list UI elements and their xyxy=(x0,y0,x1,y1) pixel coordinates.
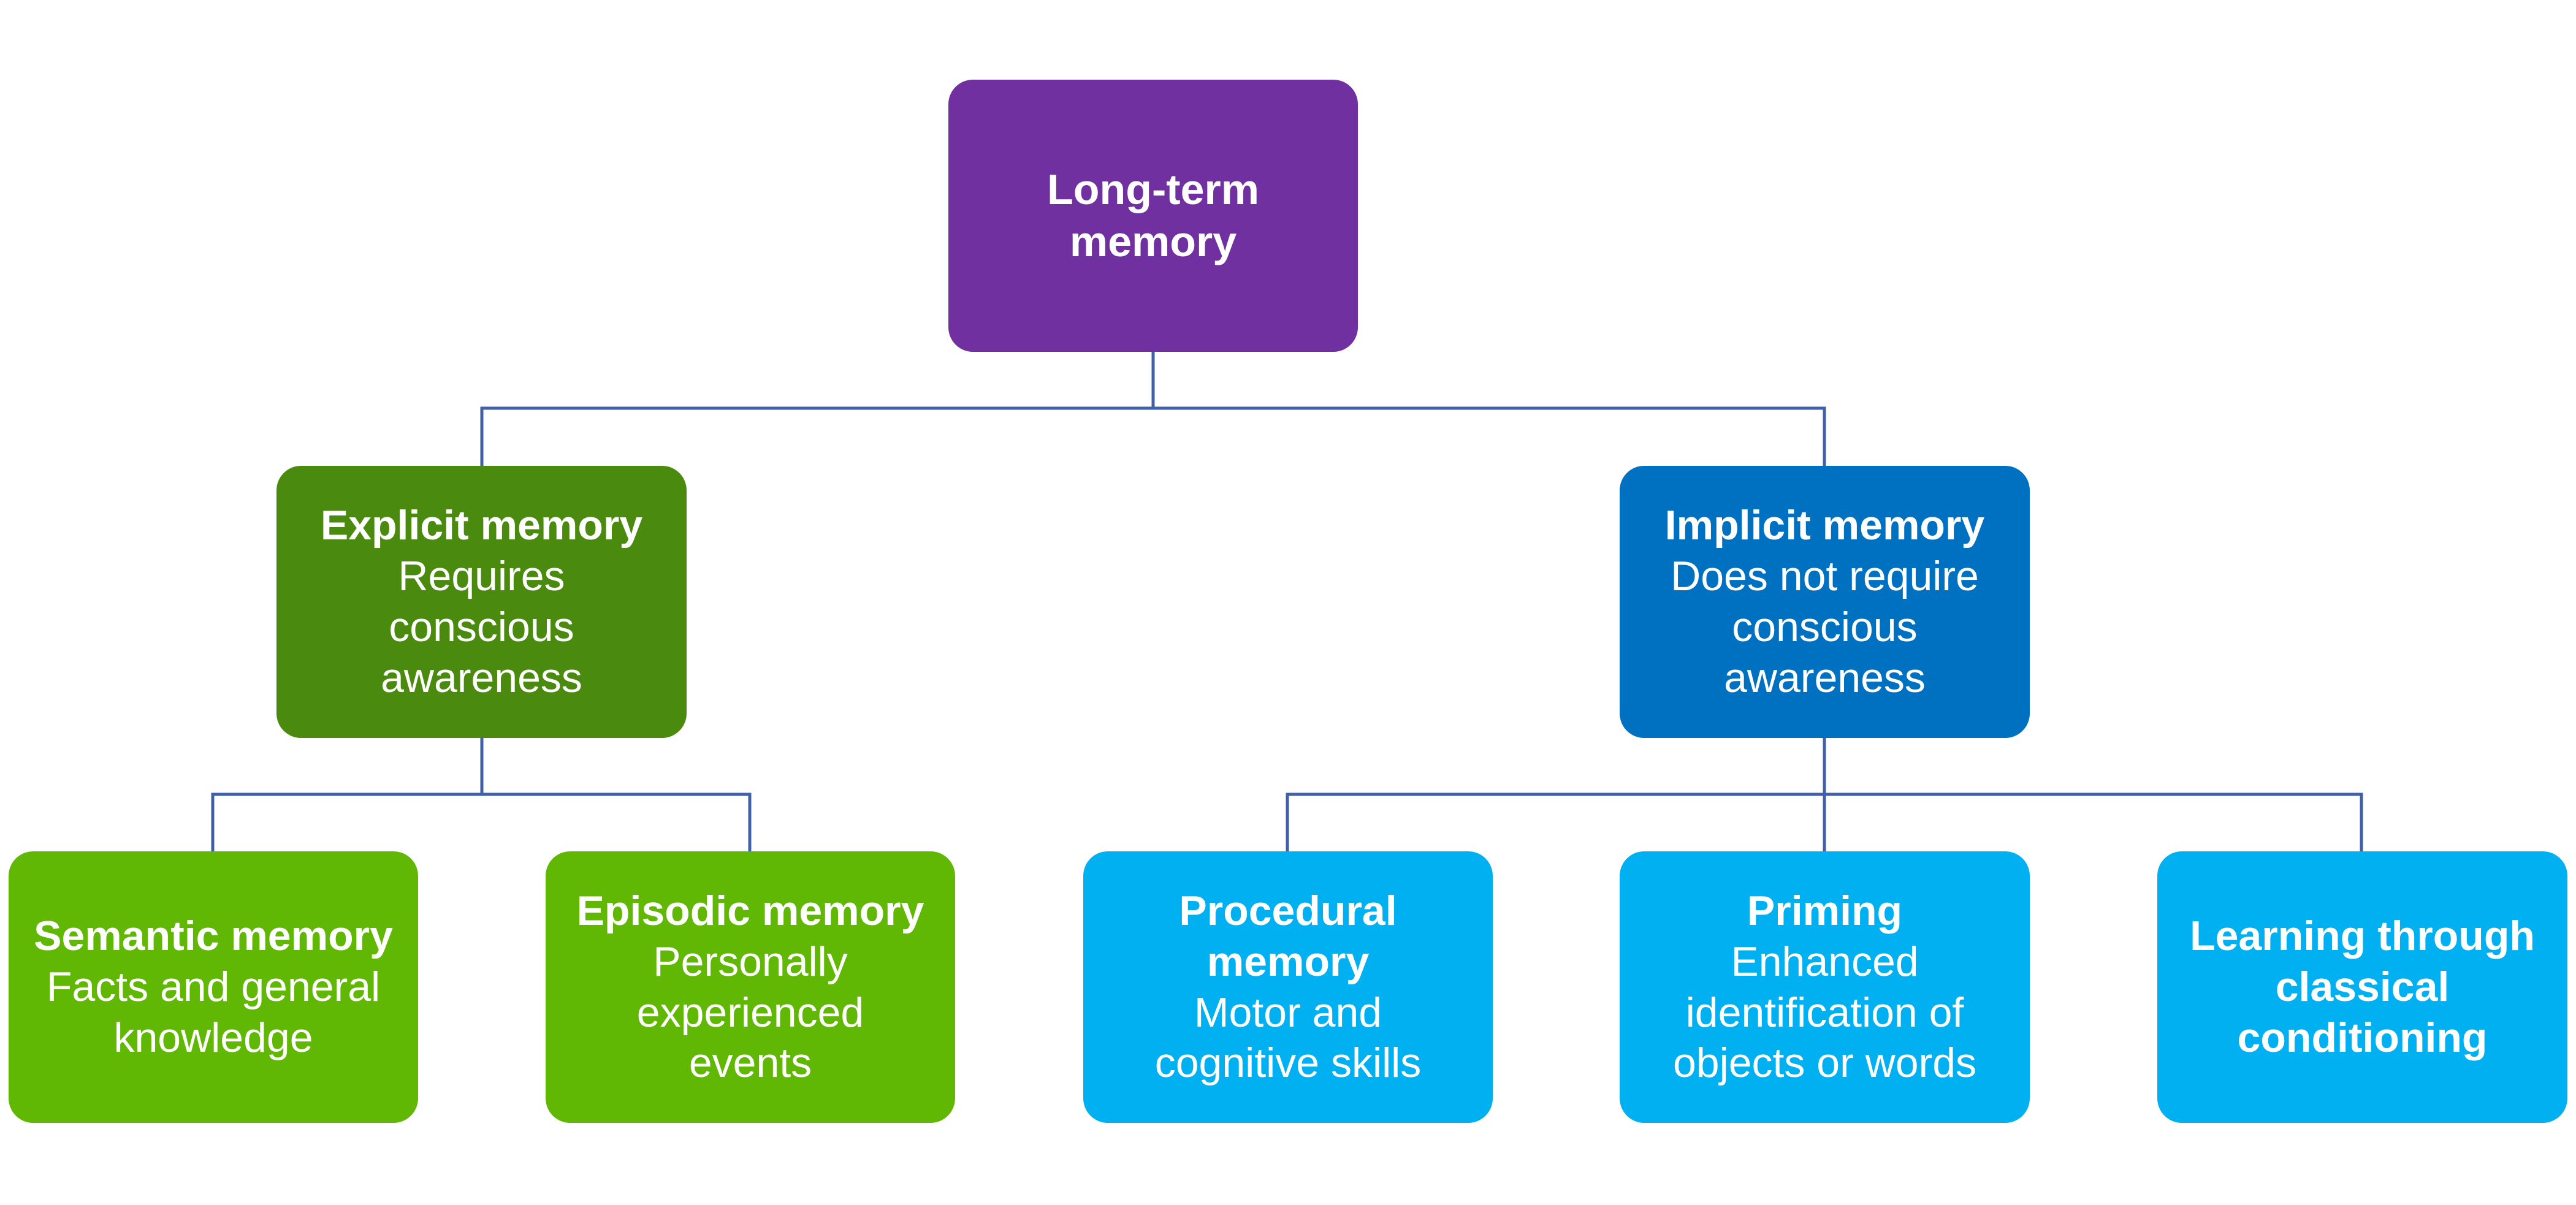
node-title: Procedural xyxy=(1179,887,1397,934)
node-title: Learning through xyxy=(2190,913,2535,960)
node-title: Implicit memory xyxy=(1664,502,1985,549)
node-title: Long-term xyxy=(1046,165,1260,213)
node-procedural-memory: Procedural memory Motor and cognitive sk… xyxy=(1083,851,1493,1123)
node-description: conscious xyxy=(1732,604,1918,650)
node-description: Facts and general xyxy=(46,964,381,1011)
node-title: memory xyxy=(1206,938,1370,985)
node-description: awareness xyxy=(1724,654,1926,701)
node-description: awareness xyxy=(381,654,582,701)
node-description: Motor and xyxy=(1194,989,1382,1036)
node-description: Does not require xyxy=(1671,553,1979,600)
node-title: memory xyxy=(1069,218,1237,265)
node-title: Explicit memory xyxy=(320,502,643,549)
node-title: conditioning xyxy=(2237,1014,2488,1061)
node-priming: Priming Enhanced identification of objec… xyxy=(1620,851,2030,1123)
node-title: Semantic memory xyxy=(34,913,393,960)
node-implicit-memory: Implicit memory Does not require conscio… xyxy=(1620,466,2030,738)
node-description: objects or words xyxy=(1672,1040,1977,1087)
node-description: Requires xyxy=(398,553,565,600)
node-title: classical xyxy=(2275,964,2450,1011)
node-description: cognitive skills xyxy=(1154,1040,1422,1087)
node-title: Episodic memory xyxy=(576,887,924,934)
node-description: identification of xyxy=(1685,989,1964,1036)
node-description: experienced xyxy=(636,989,864,1036)
node-description: knowledge xyxy=(113,1014,313,1061)
node-description: events xyxy=(688,1040,812,1087)
node-long-term-memory: Long-term memory xyxy=(948,80,1358,352)
node-semantic-memory: Semantic memory Facts and general knowle… xyxy=(9,851,418,1123)
node-episodic-memory: Episodic memory Personally experienced e… xyxy=(546,851,955,1123)
node-title: Priming xyxy=(1747,887,1903,934)
node-description: Personally xyxy=(653,938,848,985)
node-classical-conditioning: Learning through classical conditioning xyxy=(2157,851,2567,1123)
node-description: conscious xyxy=(389,604,574,650)
node-explicit-memory: Explicit memory Requires conscious aware… xyxy=(276,466,687,738)
node-description: Enhanced xyxy=(1731,938,1919,985)
